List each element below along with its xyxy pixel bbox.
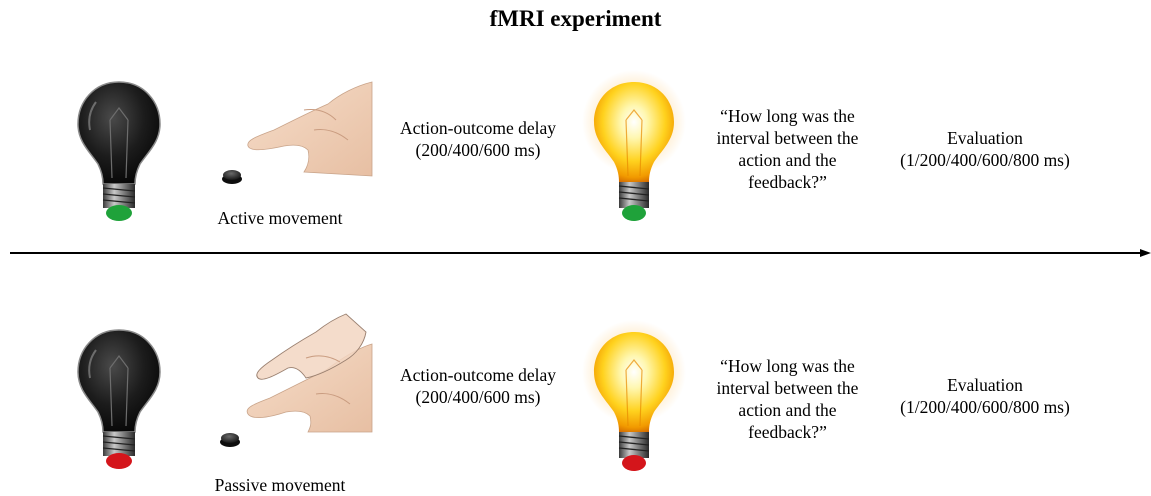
interval-question-text: “How long was the interval between the a… [716, 356, 859, 442]
dark-bulb-icon [77, 81, 161, 221]
action-outcome-delay-text: Action-outcome delay (200/400/600 ms) [400, 365, 556, 407]
dark-bulb-icon [77, 329, 161, 469]
red-bulb-base [106, 453, 132, 469]
guided-hands-icon [246, 313, 373, 433]
red-bulb-base [622, 455, 646, 471]
green-bulb-base [106, 205, 132, 221]
passive-movement-label: Passive movement [214, 475, 346, 495]
evaluation-text: Evaluation (1/200/400/600/800 ms) [900, 128, 1070, 170]
lit-bulb-icon [582, 70, 686, 221]
lit-bulb-icon [582, 320, 686, 471]
interval-question-text: “How long was the interval between the a… [716, 106, 859, 192]
figure-title: fMRI experiment [489, 6, 662, 31]
response-button-icon [222, 170, 242, 184]
pressing-hand-icon [247, 81, 373, 177]
active-movement-label: Active movement [217, 208, 343, 228]
action-outcome-delay-text: Action-outcome delay (200/400/600 ms) [400, 118, 556, 160]
green-bulb-base [622, 205, 646, 221]
evaluation-text: Evaluation (1/200/400/600/800 ms) [900, 375, 1070, 417]
response-button-icon [220, 433, 240, 447]
timeline-arrow [10, 249, 1151, 257]
